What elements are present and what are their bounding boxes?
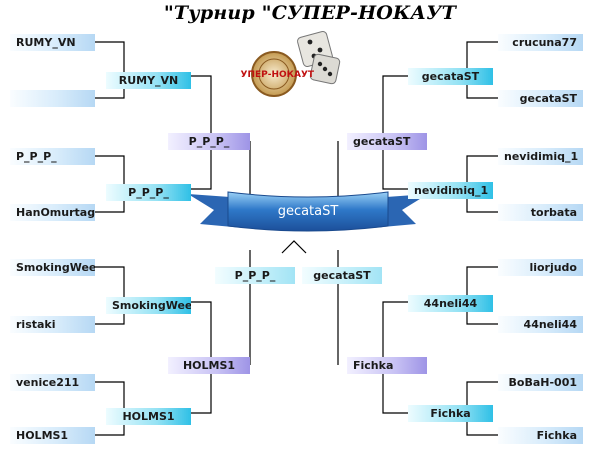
right-qf-slot-3: 44neli44: [408, 295, 493, 312]
left-r1-slot-4: HanOmurtag: [10, 204, 95, 221]
left-qf-slot-1: RUMY_VN: [106, 72, 191, 89]
right-qf-slot-4: Fichka: [408, 405, 493, 422]
right-r1-slot-3: nevidimiq_1: [498, 148, 583, 165]
right-qf-slot-2: nevidimiq_1: [408, 182, 493, 199]
final-left-slot: P_P_P_: [215, 267, 295, 284]
right-r1-slot-6: 44neli44: [498, 316, 583, 333]
final-right-slot: gecataST: [302, 267, 382, 284]
right-r1-slot-4: torbata: [498, 204, 583, 221]
left-r1-slot-7: venice211: [10, 374, 95, 391]
logo-text: СУПЕР-НОКАУТ: [240, 70, 315, 80]
left-qf-slot-4: HOLMS1: [106, 408, 191, 425]
left-r1-slot-8: HOLMS1: [10, 427, 95, 444]
left-r1-slot-5: SmokingWeed: [10, 259, 95, 276]
right-sf-slot-1: gecataST: [347, 133, 427, 150]
right-sf-slot-2: Fichka: [347, 357, 427, 374]
right-r1-slot-5: liorjudo: [498, 259, 583, 276]
left-r1-slot-1: RUMY_VN: [10, 34, 95, 51]
left-qf-slot-3: SmokingWeed: [106, 297, 191, 314]
page-title: "Турнир "СУПЕР-НОКАУТ: [163, 2, 457, 24]
left-sf-slot-2: HOLMS1: [168, 357, 250, 374]
right-r1-slot-8: Fichka: [498, 427, 583, 444]
right-qf-slot-1: gecataST: [408, 68, 493, 85]
champion-name: gecataST: [277, 204, 339, 219]
right-r1-slot-7: BoBaH-001: [498, 374, 583, 391]
dice-logo-icon: СУПЕР-НОКАУТ: [240, 31, 341, 97]
left-qf-slot-2: P_P_P_: [106, 184, 191, 201]
right-r1-slot-2: gecataST: [498, 90, 583, 107]
right-r1-slot-1: crucuna77: [498, 34, 583, 51]
left-r1-slot-6: ristaki: [10, 316, 95, 333]
champion-banner-icon: [188, 191, 428, 232]
left-sf-slot-1: P_P_P_: [168, 133, 250, 150]
left-r1-slot-3: P_P_P_: [10, 148, 95, 165]
left-r1-slot-2: [10, 90, 95, 107]
